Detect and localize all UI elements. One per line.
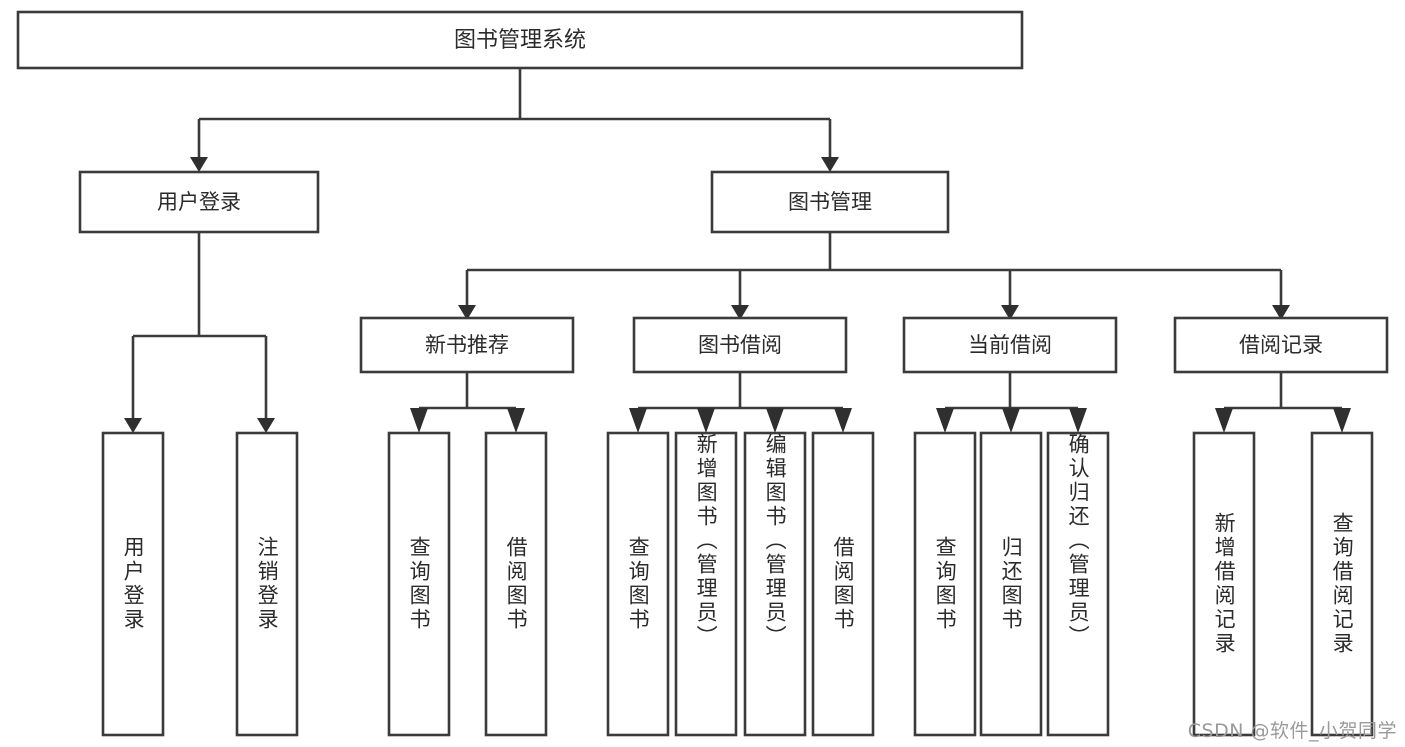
arrowhead-book-borrow	[731, 305, 749, 320]
node-box-leaf-confirm-return[interactable]	[1046, 431, 1110, 737]
node-box-current-borrow[interactable]	[902, 316, 1118, 374]
node-label-root: 图书管理系统	[454, 28, 586, 53]
arrowhead-leaf-query-book-1	[410, 408, 428, 433]
arrowhead-current-borrow	[1001, 305, 1019, 320]
node-box-leaf-user-logout[interactable]	[235, 431, 299, 737]
arrowhead-book-manage	[821, 157, 839, 172]
node-box-leaf-borrow-book-1[interactable]	[484, 431, 548, 737]
node-box-leaf-query-book-2[interactable]	[606, 431, 670, 737]
node-box-root[interactable]	[16, 10, 1024, 70]
node-label-user-login: 用户登录	[157, 190, 241, 214]
node-box-new-book-recommend[interactable]	[359, 316, 575, 374]
node-box-leaf-user-login[interactable]	[101, 431, 165, 737]
arrowhead-leaf-confirm-return	[1069, 408, 1087, 433]
node-box-leaf-query-book-1[interactable]	[387, 431, 451, 737]
arrowhead-leaf-query-record	[1333, 408, 1351, 433]
node-box-leaf-return-book[interactable]	[979, 431, 1043, 737]
node-box-book-manage[interactable]	[710, 170, 950, 234]
node-label-current-borrow: 当前借阅	[968, 333, 1052, 357]
arrowhead-leaf-user-logout	[257, 418, 275, 433]
node-box-leaf-add-record[interactable]	[1192, 431, 1256, 737]
node-label-book-manage: 图书管理	[788, 190, 872, 214]
node-box-leaf-edit-book[interactable]	[743, 431, 807, 737]
arrowhead-leaf-query-book-3	[936, 408, 954, 433]
node-label-borrow-record: 借阅记录	[1239, 333, 1323, 357]
node-box-borrow-record[interactable]	[1173, 316, 1389, 374]
arrowhead-borrow-record	[1272, 305, 1290, 320]
arrowhead-leaf-return-book	[1002, 408, 1020, 433]
node-box-leaf-borrow-book-2[interactable]	[811, 431, 875, 737]
node-box-book-borrow[interactable]	[632, 316, 848, 374]
arrowhead-leaf-add-record	[1215, 408, 1233, 433]
arrowhead-leaf-add-book	[697, 408, 715, 433]
node-box-leaf-query-record[interactable]	[1310, 431, 1374, 737]
node-box-leaf-add-book[interactable]	[674, 431, 738, 737]
connectors	[124, 68, 1351, 433]
node-label-new-book-recommend: 新书推荐	[425, 333, 509, 357]
node-label-book-borrow: 图书借阅	[698, 333, 782, 357]
arrowhead-leaf-borrow-book-1	[507, 408, 525, 433]
arrowhead-leaf-query-book-2	[629, 408, 647, 433]
node-box-leaf-query-book-3[interactable]	[913, 431, 977, 737]
node-box-user-login[interactable]	[78, 170, 320, 234]
arrowhead-new-book-recommend	[458, 305, 476, 320]
arrowhead-leaf-edit-book	[766, 408, 784, 433]
arrowhead-user-login	[190, 157, 208, 172]
csdn-watermark: CSDN @软件_小贺同学	[1187, 720, 1397, 742]
arrowhead-leaf-borrow-book-2	[834, 408, 852, 433]
arrowhead-leaf-user-login	[124, 418, 142, 433]
node-boxes: 图书管理系统 用户登录 图书管理 新书推荐 图书借阅 当前借阅 借阅记录	[16, 10, 1389, 737]
